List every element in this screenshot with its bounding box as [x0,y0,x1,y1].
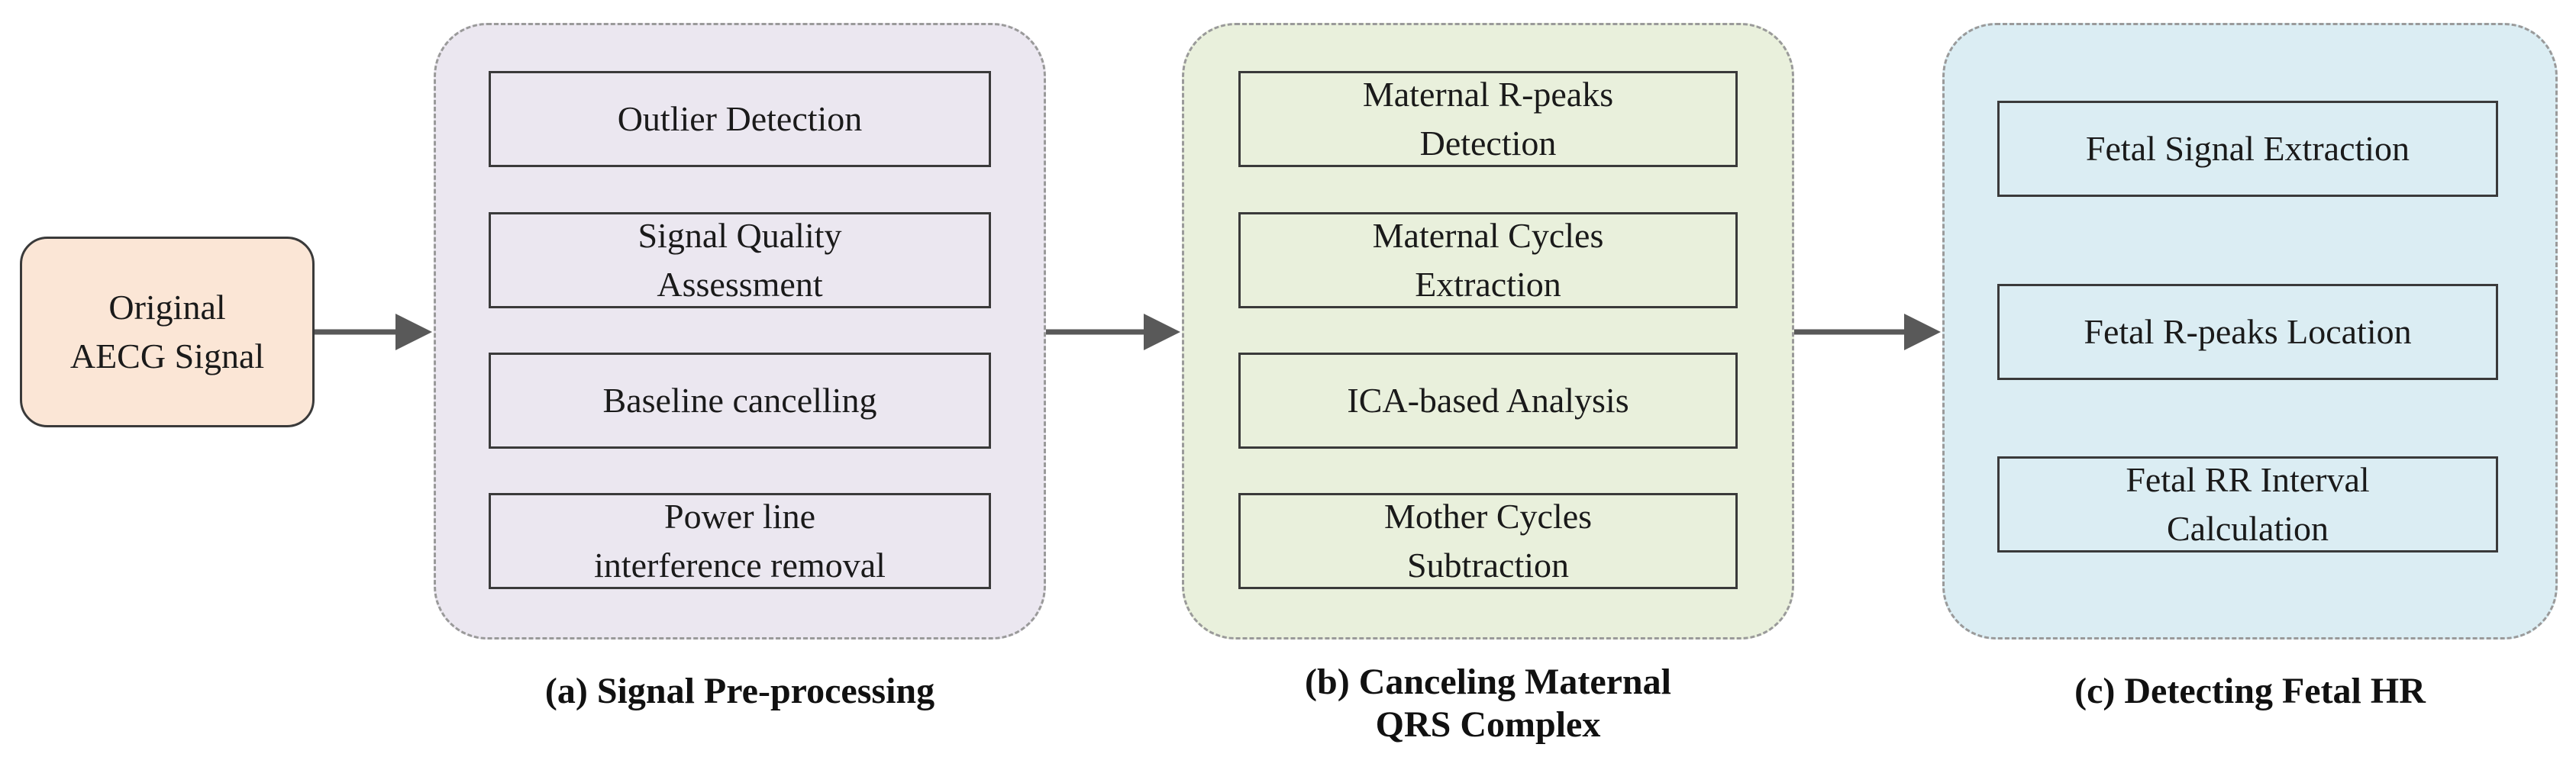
detecting-fetal-hr-group [1942,23,2558,640]
step-mother-cycles-subtraction: Mother Cycles Subtraction [1238,493,1738,589]
caption-detecting-fetal-hr-text: (c) Detecting Fetal HR [2074,671,2426,711]
caption-canceling-maternal-qrs-text: (b) Canceling Maternal QRS Complex [1305,662,1671,745]
step-fetal-signal-extraction: Fetal Signal Extraction [1997,101,2498,197]
arrow-canceling-to-detecting-head [1904,314,1941,350]
signal-preprocessing-group [434,23,1046,640]
step-fetal-rr-interval-calculation: Fetal RR Interval Calculation [1997,456,2498,553]
step-mother-cycles-subtraction-label: Mother Cycles Subtraction [1383,497,1593,585]
arrow-preprocessing-to-canceling-head [1144,314,1180,350]
input-signal-label: Original AECG Signal [69,288,265,375]
step-maternal-cycles-extraction-label: Maternal Cycles Extraction [1372,216,1604,304]
caption-signal-preprocessing: (a) Signal Pre-processing [434,670,1046,713]
step-outlier-detection: Outlier Detection [489,71,991,167]
step-power-line-removal: Power line interference removal [489,493,991,589]
arrow-input-to-preprocessing-head [395,314,432,350]
step-maternal-rpeaks-detection: Maternal R-peaks Detection [1238,71,1738,167]
step-signal-quality-assessment-label: Signal Quality Assessment [638,216,842,304]
step-fetal-rpeaks-location-label: Fetal R-peaks Location [2084,312,2412,351]
step-ica-based-analysis-label: ICA-based Analysis [1347,381,1629,420]
step-maternal-rpeaks-detection-label: Maternal R-peaks Detection [1362,75,1614,163]
caption-signal-preprocessing-text: (a) Signal Pre-processing [544,671,935,711]
step-outlier-detection-label: Outlier Detection [617,99,863,138]
canceling-maternal-qrs-group [1182,23,1794,640]
step-fetal-rr-interval-calculation-label: Fetal RR Interval Calculation [2126,460,2370,548]
step-fetal-rpeaks-location: Fetal R-peaks Location [1997,284,2498,380]
caption-canceling-maternal-qrs: (b) Canceling Maternal QRS Complex [1182,661,1794,746]
step-signal-quality-assessment: Signal Quality Assessment [489,212,991,308]
caption-detecting-fetal-hr: (c) Detecting Fetal HR [1942,670,2558,713]
step-power-line-removal-label: Power line interference removal [594,497,886,585]
step-baseline-cancelling-label: Baseline cancelling [602,381,877,420]
step-fetal-signal-extraction-label: Fetal Signal Extraction [2085,129,2410,168]
step-maternal-cycles-extraction: Maternal Cycles Extraction [1238,212,1738,308]
step-baseline-cancelling: Baseline cancelling [489,353,991,449]
input-signal-box: Original AECG Signal [20,237,315,427]
step-ica-based-analysis: ICA-based Analysis [1238,353,1738,449]
